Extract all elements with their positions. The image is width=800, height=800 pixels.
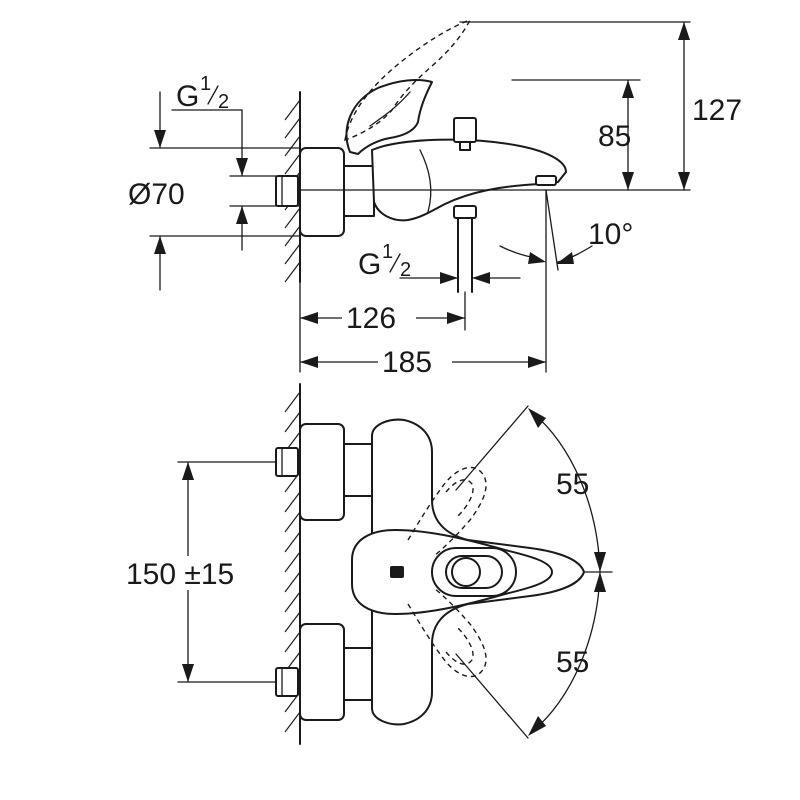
dim-55-upper-label: 55	[556, 468, 589, 501]
dim-70-label: Ø70	[128, 178, 185, 211]
spout-angle-dimension: 10°	[499, 189, 633, 373]
dimension-diameter-70: Ø70	[128, 91, 301, 291]
lever-handle-side	[345, 79, 433, 155]
escutcheon-lower	[299, 623, 345, 721]
dimension-150: 150 ±15	[124, 461, 277, 683]
lever-angle-dimensions: 55 55	[455, 405, 613, 739]
connector-upper	[343, 443, 375, 497]
inlet-nut-upper	[275, 447, 299, 477]
dimension-185: 185	[299, 340, 547, 379]
dimension-127: 127	[678, 21, 742, 191]
inlet-thread-num: 1	[200, 73, 211, 95]
outlet-thread-num: 1	[382, 241, 393, 263]
dim-10-label: 10°	[588, 218, 633, 251]
outlet-thread-den: 2	[400, 259, 411, 281]
spout-aerator-side	[535, 175, 557, 186]
side-view: 127 85 Ø70 G 1	[128, 18, 742, 379]
escutcheon-upper	[299, 423, 345, 521]
dimension-85: 85	[598, 79, 634, 191]
lever-right-ghost	[407, 587, 487, 678]
lever-raised-ghost	[344, 18, 472, 142]
lever-indicator	[390, 566, 404, 578]
inlet-thread-letter: G	[176, 80, 199, 113]
outlet-thread-letter: G	[358, 248, 381, 281]
diverter-knob-top	[431, 547, 517, 597]
connector-side	[343, 165, 375, 217]
flange-side	[299, 147, 345, 237]
top-view: 150 ±15 55 55	[124, 383, 613, 745]
inlet-thread-den: 2	[218, 91, 229, 113]
diverter-knob-side	[453, 117, 477, 151]
dim-185-label: 185	[382, 346, 432, 379]
shower-outlet-side	[453, 205, 477, 293]
dim-55-lower-label: 55	[556, 646, 589, 679]
dim-127-label: 127	[692, 94, 742, 127]
inlet-thread-dimension: G 1 2	[171, 73, 301, 251]
inlet-nut-lower	[275, 667, 299, 697]
lever-left-ghost	[407, 466, 487, 557]
outlet-thread-dimension: G 1 2	[358, 241, 521, 284]
dimension-126: 126	[299, 281, 466, 373]
dim-150-label: 150 ±15	[126, 558, 234, 591]
dim-85-label: 85	[598, 120, 631, 153]
connector-lower	[343, 647, 375, 701]
dim-126-label: 126	[346, 302, 396, 335]
inlet-nut-side	[275, 175, 299, 207]
